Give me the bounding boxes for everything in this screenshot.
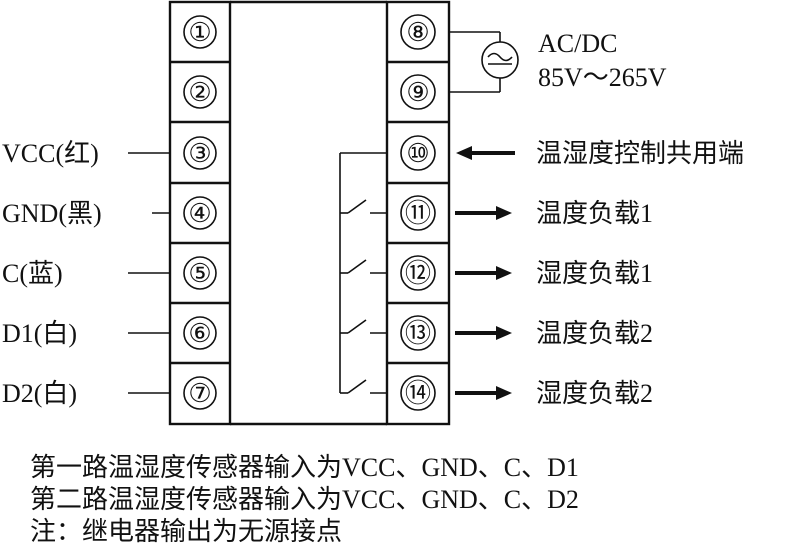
arrow-out-11 <box>455 206 512 220</box>
relay-contacts <box>339 152 387 394</box>
label-humidity-load-2: 湿度负载2 <box>536 379 653 408</box>
pin-number-4: ④ <box>188 199 211 228</box>
arrow-out-13 <box>455 326 512 340</box>
right-terminal-block <box>385 0 451 426</box>
pin-number-8: ⑧ <box>406 18 429 47</box>
power-wiring <box>449 31 501 93</box>
pin-number-13: ⑬ <box>405 319 431 348</box>
power-label-voltage: 85V～265V <box>538 63 667 92</box>
label-common: 温湿度控制共用端 <box>536 139 744 168</box>
pin-number-11: ⑪ <box>405 199 431 228</box>
pin-number-9: ⑨ <box>406 78 429 107</box>
label-d1: D1(白) <box>2 319 77 348</box>
note-line-2: 第二路温湿度传感器输入为VCC、GND、C、D2 <box>30 485 579 514</box>
pin-number-1: ① <box>188 18 211 47</box>
label-d2: D2(白) <box>2 379 77 408</box>
pin-number-6: ⑥ <box>188 319 211 348</box>
ac-source-icon <box>481 41 519 79</box>
power-label-type: AC/DC <box>538 29 617 58</box>
label-vcc: VCC(红) <box>2 139 99 168</box>
pin-number-2: ② <box>188 78 211 107</box>
label-humidity-load-1: 湿度负载1 <box>536 259 653 288</box>
pin-number-14: ⑭ <box>405 379 431 408</box>
label-gnd: GND(黑) <box>2 199 102 228</box>
pin-number-7: ⑦ <box>188 379 211 408</box>
pin-number-5: ⑤ <box>188 259 211 288</box>
pin-number-10: ⑩ <box>406 139 429 168</box>
arrow-out-12 <box>455 266 512 280</box>
note-line-3: 注：继电器输出为无源接点 <box>30 517 342 546</box>
pin-number-3: ③ <box>188 139 211 168</box>
pin-number-12: ⑫ <box>405 259 431 288</box>
left-pins <box>183 15 217 410</box>
left-labels <box>128 152 170 394</box>
arrow-out-14 <box>455 386 512 400</box>
arrow-in-common <box>456 146 515 160</box>
label-c: C(蓝) <box>2 259 63 288</box>
label-temp-load-2: 温度负载2 <box>536 319 653 348</box>
note-line-1: 第一路温湿度传感器输入为VCC、GND、C、D1 <box>30 453 579 482</box>
right-pins <box>400 14 436 411</box>
label-temp-load-1: 温度负载1 <box>536 199 653 228</box>
